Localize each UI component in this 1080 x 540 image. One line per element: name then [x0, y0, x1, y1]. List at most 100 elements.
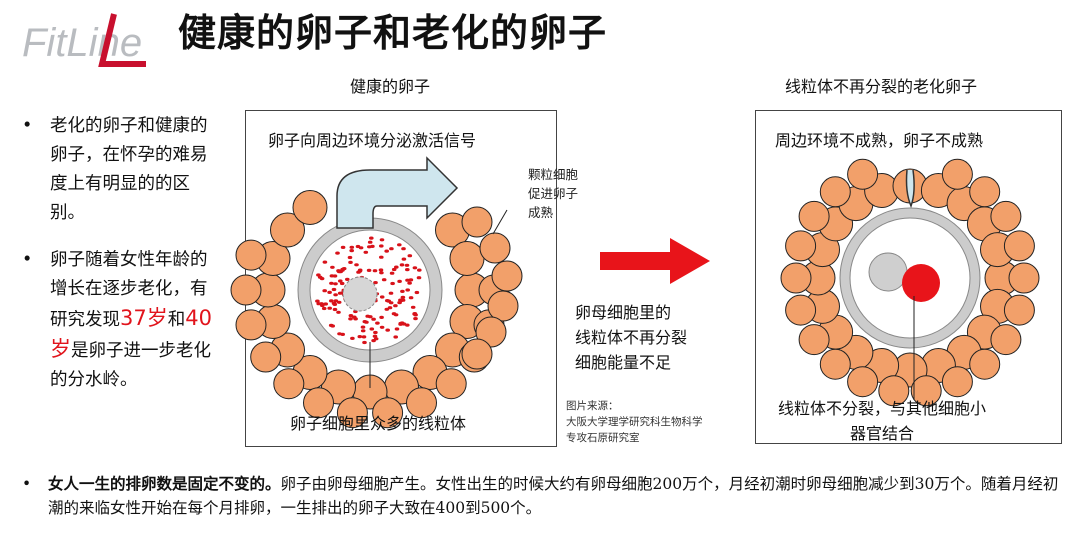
granulosa-cell — [969, 176, 1001, 208]
granulosa-cell — [819, 176, 851, 208]
bullet-text: 是卵子进一步老化的分水岭。 — [50, 341, 211, 390]
source-line: 图片来源： — [566, 400, 619, 412]
mitochondrion — [360, 325, 366, 329]
mitochondrion — [352, 315, 357, 319]
mitochondrion — [373, 337, 379, 341]
mitochondrion — [379, 295, 385, 299]
mitochondria-cluster — [902, 264, 940, 302]
footer-paragraph: • 女人一生的排卵数是固定不变的。卵子由卵母细胞产生。女性出生的时候大约有卵母细… — [22, 472, 1062, 520]
mitochondrion — [327, 290, 332, 294]
mitochondrion — [379, 271, 384, 275]
mitochondrion — [337, 332, 342, 336]
mitochondrion — [372, 269, 378, 273]
granulosa-cell — [941, 158, 973, 190]
mitochondrion — [345, 277, 350, 281]
mitochondrion — [332, 302, 338, 306]
mitochondrion — [384, 249, 389, 253]
granulosa-cell — [479, 232, 511, 264]
mitochondrion — [398, 298, 403, 302]
nucleus — [868, 252, 908, 292]
mitochondrion — [394, 265, 399, 269]
mitochondrion — [371, 317, 376, 321]
mitochondrion — [340, 245, 346, 249]
granulosa-cell — [475, 316, 507, 348]
granulosa-cell — [1008, 262, 1040, 294]
mitochondrion — [360, 329, 366, 333]
mitochondrion — [316, 302, 321, 306]
mitochondrion — [350, 336, 355, 340]
mitochondrion — [401, 257, 407, 261]
granulosa-cell — [491, 260, 523, 292]
granulosa-cell — [1003, 294, 1035, 326]
mitochondrion — [367, 240, 373, 244]
mitochondrion — [378, 268, 384, 272]
mitochondrion — [332, 307, 338, 312]
granulosa-cell — [785, 230, 817, 262]
granulosa-cell — [785, 294, 817, 326]
mitochondrion — [412, 312, 418, 316]
aged-bottom-label: 线粒体不分裂，与其他细胞小 器官结合 — [778, 396, 986, 446]
mitochondrion — [389, 247, 394, 251]
granulosa-cell — [780, 262, 812, 294]
mitochondrion — [323, 302, 328, 306]
mitochondrion — [410, 305, 416, 309]
age-40-highlight: 40岁 — [50, 306, 212, 361]
mitochondrion — [367, 245, 372, 249]
granulosa-cell — [487, 290, 519, 322]
granulosa-cell — [798, 324, 830, 356]
mitochondrion — [381, 278, 387, 282]
mitochondrion — [390, 281, 395, 286]
mitochondrion — [408, 278, 414, 282]
mitochondrion — [362, 320, 368, 324]
mitochondrion — [339, 281, 345, 286]
signal-arrow — [336, 156, 459, 229]
note-line: 促进卵子 — [528, 186, 579, 201]
mitochondrion — [354, 263, 359, 267]
granulosa-cell — [336, 397, 368, 429]
mitochondrion — [348, 317, 353, 321]
mitochondrion — [417, 268, 422, 272]
mitochondrion — [413, 317, 418, 321]
mitochondrion — [373, 330, 378, 335]
mitochondrion — [391, 312, 397, 316]
mitochondrion — [349, 249, 354, 253]
mitochondrion — [379, 238, 385, 242]
fitline-logo: FitLine — [22, 13, 146, 67]
mitochondrion — [379, 325, 385, 329]
mitochondrion — [369, 327, 375, 331]
mitochondrion — [397, 243, 402, 247]
label-line: 线粒体不分裂，与其他细胞小 — [778, 399, 987, 418]
mitochondrion — [330, 265, 335, 269]
mitochondrion — [416, 276, 422, 280]
granulosa-cell — [941, 366, 973, 398]
mitochondrion — [333, 299, 339, 303]
bullet-marker: • — [22, 250, 33, 270]
granulosa-cells — [780, 158, 1040, 407]
granulosa-cell — [910, 375, 942, 407]
granulosa-cell — [372, 397, 404, 429]
mitochondrion — [384, 307, 390, 311]
mitochondrion — [336, 310, 341, 314]
mitochondrion — [315, 299, 320, 303]
granulosa-cell — [878, 375, 910, 407]
mitochondrion — [379, 255, 384, 259]
granulosa-cell — [969, 348, 1001, 380]
granulosa-cell — [847, 366, 879, 398]
image-source: 图片来源： 大阪大学理学研究科生物科学 专攻石原研究室 — [566, 398, 703, 446]
mitochondrion — [407, 254, 413, 258]
mitochondrion — [388, 301, 394, 305]
mitochondrion — [362, 340, 367, 345]
mitochondrion — [347, 255, 353, 260]
note-line: 颗粒细胞 — [528, 167, 579, 182]
healthy-top-label: 卵子向周边环境分泌激活信号 — [268, 131, 477, 150]
mitochondrion — [373, 281, 378, 285]
mitochondrion — [336, 269, 341, 273]
mitochondrion — [379, 315, 384, 319]
mitochondrion — [412, 266, 418, 270]
granulosa-cell — [798, 200, 830, 232]
mitochondrion — [405, 323, 410, 327]
mitochondrion — [385, 299, 390, 303]
note-line: 线粒体不再分裂 — [575, 328, 688, 347]
mitochondrion — [398, 321, 403, 326]
source-line: 专攻石原研究室 — [566, 432, 640, 444]
